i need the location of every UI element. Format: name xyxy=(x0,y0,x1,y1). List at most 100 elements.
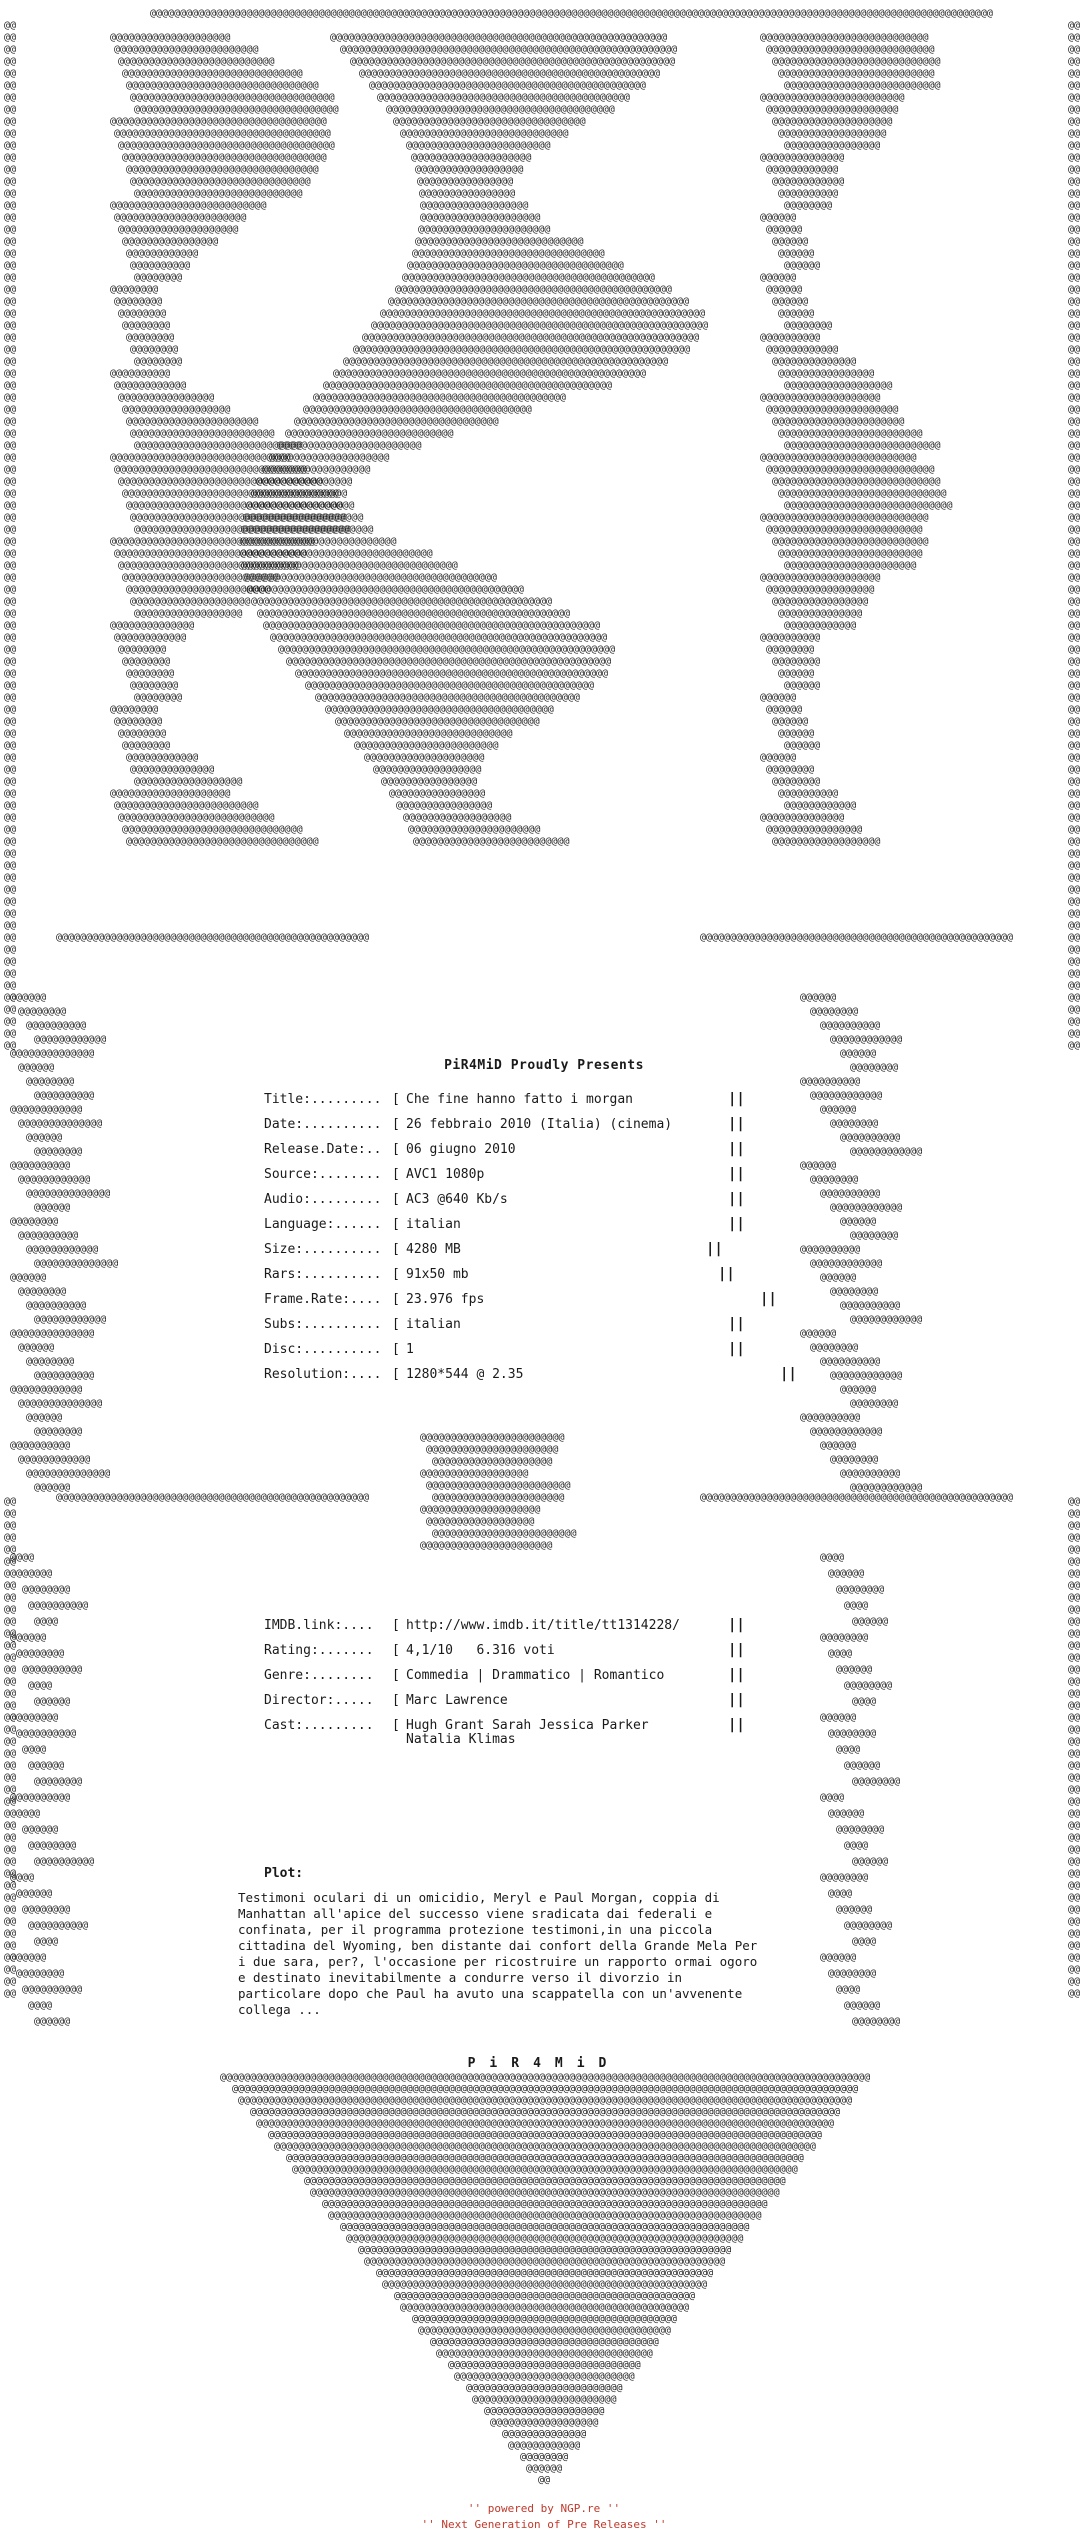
detail-label: Rating:....... xyxy=(264,1643,374,1658)
info-label: Frame.Rate:.... xyxy=(264,1292,382,1307)
left-pillar: @@@@@@@@@@@@ xyxy=(10,1104,82,1115)
right-ornament: @@@@@@@@@@@@@@@@ xyxy=(778,368,874,379)
right-ornament: @@@@@@ xyxy=(760,212,796,223)
left-ornament: @@@@@@@@@@@@ xyxy=(114,380,186,391)
right-border: @@ xyxy=(1068,1532,1080,1543)
center-ornament: @@@@@@@@@@@@@@@@ xyxy=(417,176,513,187)
info-bracket: [ xyxy=(392,1217,400,1232)
left-border: @@ xyxy=(4,704,16,715)
center-ornament: @@@@@@@@@@@@@@@@ xyxy=(389,788,485,799)
left-ornament: @@@@@@@@@@@@@@@@@@@@@@@@@@@@@@ xyxy=(122,824,303,835)
center-ornament: @@@@@@@@@@@@@@@@@@@@@@ xyxy=(241,524,373,535)
left-ornament: @@@@@@@@@@@@@@@@@@@@@@@@ xyxy=(114,44,259,55)
right-pillar: @@@@@@@@@@@@ xyxy=(810,1090,882,1101)
right-ornament: @@@@@@@@@@@@@@@@@@@@@@@@@@@@ xyxy=(766,464,935,475)
left-ornament: @@@@@@@@ xyxy=(114,716,162,727)
right-border: @@ xyxy=(1068,296,1080,307)
right-border: @@ xyxy=(1068,1940,1080,1951)
bottom-triangle: @@@@@@@@@@@@@@@@@@@@ xyxy=(484,2406,604,2417)
left-ornament: @@@@@@@@@@@@ xyxy=(126,752,198,763)
bottom-triangle: @@@@@@@@@@@@@@@@@@ xyxy=(490,2417,598,2428)
left-ornament: @@@@@@@@@@@@ xyxy=(126,248,198,259)
right-pillar: @@@@@@@@@@ xyxy=(840,1132,900,1143)
right-border: @@ xyxy=(1068,464,1080,475)
left-pillar: @@@@@@ xyxy=(10,992,46,1003)
right-pillar: @@@@ xyxy=(820,1552,844,1563)
info-pipe: || xyxy=(728,1141,745,1157)
left-ornament: @@@@@@@@@@@@@@@@@@@@@@@@@@@@@@ xyxy=(110,452,291,463)
left-border: @@ xyxy=(4,44,16,55)
left-pillar: @@@@@@ xyxy=(22,1824,58,1835)
right-pillar: @@@@@@ xyxy=(820,1712,856,1723)
right-ornament: @@@@@@@@@@@@@@@@@@@@ xyxy=(760,572,880,583)
center-emblem: @@@@@@@@@@@@@@@@@@@@@@@@ xyxy=(420,1432,565,1443)
left-ornament: @@@@@@@@@@@@@@@@@@@@@@@@@@@@@@@@ xyxy=(126,836,319,847)
right-pillar: @@@@@@@@ xyxy=(828,1728,876,1739)
right-border: @@ xyxy=(1068,1868,1080,1879)
right-ornament: @@@@@@@@@@@@@@@@@@@@@@@@ xyxy=(760,92,905,103)
left-border: @@ xyxy=(4,140,16,151)
top-arch: @@@@@@@@@@@@@@@@@@@@@@@@@@@@@@@@@@@@@@@@… xyxy=(150,8,993,19)
right-ornament: @@@@@@@@@@@@@@ xyxy=(778,608,862,619)
left-pillar: @@@@@@@@@@ xyxy=(10,1440,70,1451)
info-bracket: [ xyxy=(392,1192,400,1207)
left-pillar: @@@@@@@@ xyxy=(16,1648,64,1659)
bottom-triangle: @@@@@@@@@@@@@@@@@@@@@@@@@@@@@@@@@@@@@@@@… xyxy=(310,2187,780,2198)
right-ornament: @@@@@@ xyxy=(766,284,802,295)
info-row: Language:......[italian xyxy=(264,1217,461,1235)
info-pipe: || xyxy=(706,1241,723,1257)
right-ornament: @@@@@@ xyxy=(760,272,796,283)
left-pillar: @@@@ xyxy=(22,1744,46,1755)
right-ornament: @@@@@@@@@@@@@@@@@@@@@@@@@@@@ xyxy=(784,500,953,511)
left-border: @@ xyxy=(4,1928,16,1939)
detail-row: Genre:........[Commedia | Drammatico | R… xyxy=(264,1668,665,1686)
bottom-triangle: @@@@@@@@@@@@@@@@@@@@@@@@@@@@@@@@@@@@@@@@… xyxy=(340,2222,749,2233)
right-border: @@ xyxy=(1068,968,1080,979)
left-border: @@ xyxy=(4,1964,16,1975)
right-border: @@ xyxy=(1068,284,1080,295)
left-ornament: @@@@@@@@@@@@@@@@@@@@ xyxy=(110,32,230,43)
left-ornament: @@@@@@@@@@@@@@@@@@@@@@@@ xyxy=(114,800,259,811)
right-ornament: @@@@@@@@@@@@@@@@@@ xyxy=(784,380,892,391)
info-bracket: [ xyxy=(392,1117,400,1132)
info-label: Audio:......... xyxy=(264,1192,382,1207)
right-ornament: @@@@@@@@@@@@@@@@@@@@@@ xyxy=(784,560,916,571)
right-pillar: @@@@@@@@ xyxy=(810,1174,858,1185)
bottom-triangle: @@@@@@@@@@@@@@@@@@@@@@@@@@@@@@@@@@@@@@@@… xyxy=(346,2233,743,2244)
left-border: @@ xyxy=(4,500,16,511)
right-border: @@ xyxy=(1068,1952,1080,1963)
left-border: @@ xyxy=(4,260,16,271)
right-ornament: @@@@@@@@@@@@@@@@@@@@@@@@@@ xyxy=(778,68,935,79)
left-pillar: @@@@@@@@@@ xyxy=(22,1664,82,1675)
left-border: @@ xyxy=(4,1892,16,1903)
right-pillar: @@@@@@ xyxy=(820,1952,856,1963)
bottom-triangle: @@@@@@@@@@@@@@@@@@@@@@@@@@@@@@@@@@@@@@@@… xyxy=(286,2153,804,2164)
left-ornament: @@@@@@@@ xyxy=(118,308,166,319)
right-ornament: @@@@@@@@@@ xyxy=(778,788,838,799)
left-border: @@ xyxy=(4,1040,16,1051)
left-border: @@ xyxy=(4,1988,16,1999)
center-ornament: @@@@@@@@@@@@@@@@@@@@@@@@@@@@@@@@@@@@@@@@… xyxy=(343,356,668,367)
left-border: @@ xyxy=(4,824,16,835)
center-ornament: @@@@@@@@@@@@@@@@ xyxy=(381,776,477,787)
right-ornament: @@@@@@@@@@@@@@@@@@@@@@@@ xyxy=(778,548,923,559)
bottom-triangle: @@@@@@@@@@@@@@ xyxy=(502,2429,586,2440)
center-ornament: @@@@@@@@@@@@@@@@@@@@@@@@@@@@@@@@@@@@@@@@… xyxy=(315,692,580,703)
center-ornament: @@@@@@@@@@@@@@@@@@ xyxy=(246,500,354,511)
info-label: Subs:.......... xyxy=(264,1317,382,1332)
right-border: @@ xyxy=(1068,1520,1080,1531)
right-border: @@ xyxy=(1068,380,1080,391)
left-pillar: @@@@@@@@@@@@@@ xyxy=(18,1398,102,1409)
detail-value[interactable]: http://www.imdb.it/title/tt1314228/ xyxy=(406,1618,680,1633)
right-pillar: @@@@@@@@@@@@ xyxy=(850,1146,922,1157)
left-ornament: @@@@@@@@@@@@@@@@@@@@@@@@ xyxy=(130,428,275,439)
right-ornament: @@@@@@@@@@@@@@@@@@@@ xyxy=(760,392,880,403)
info-row: Title:.........[Che fine hanno fatto i m… xyxy=(264,1092,633,1110)
right-border: @@ xyxy=(1068,152,1080,163)
center-ornament: @@@@@@@@@@@@@@@@@@@@@@@@@@@@ xyxy=(415,236,584,247)
left-border: @@ xyxy=(4,512,16,523)
left-ornament: @@@@@@@@ xyxy=(126,332,174,343)
left-border: @@ xyxy=(4,1004,16,1015)
left-border: @@ xyxy=(4,1616,16,1627)
left-border: @@ xyxy=(4,584,16,595)
